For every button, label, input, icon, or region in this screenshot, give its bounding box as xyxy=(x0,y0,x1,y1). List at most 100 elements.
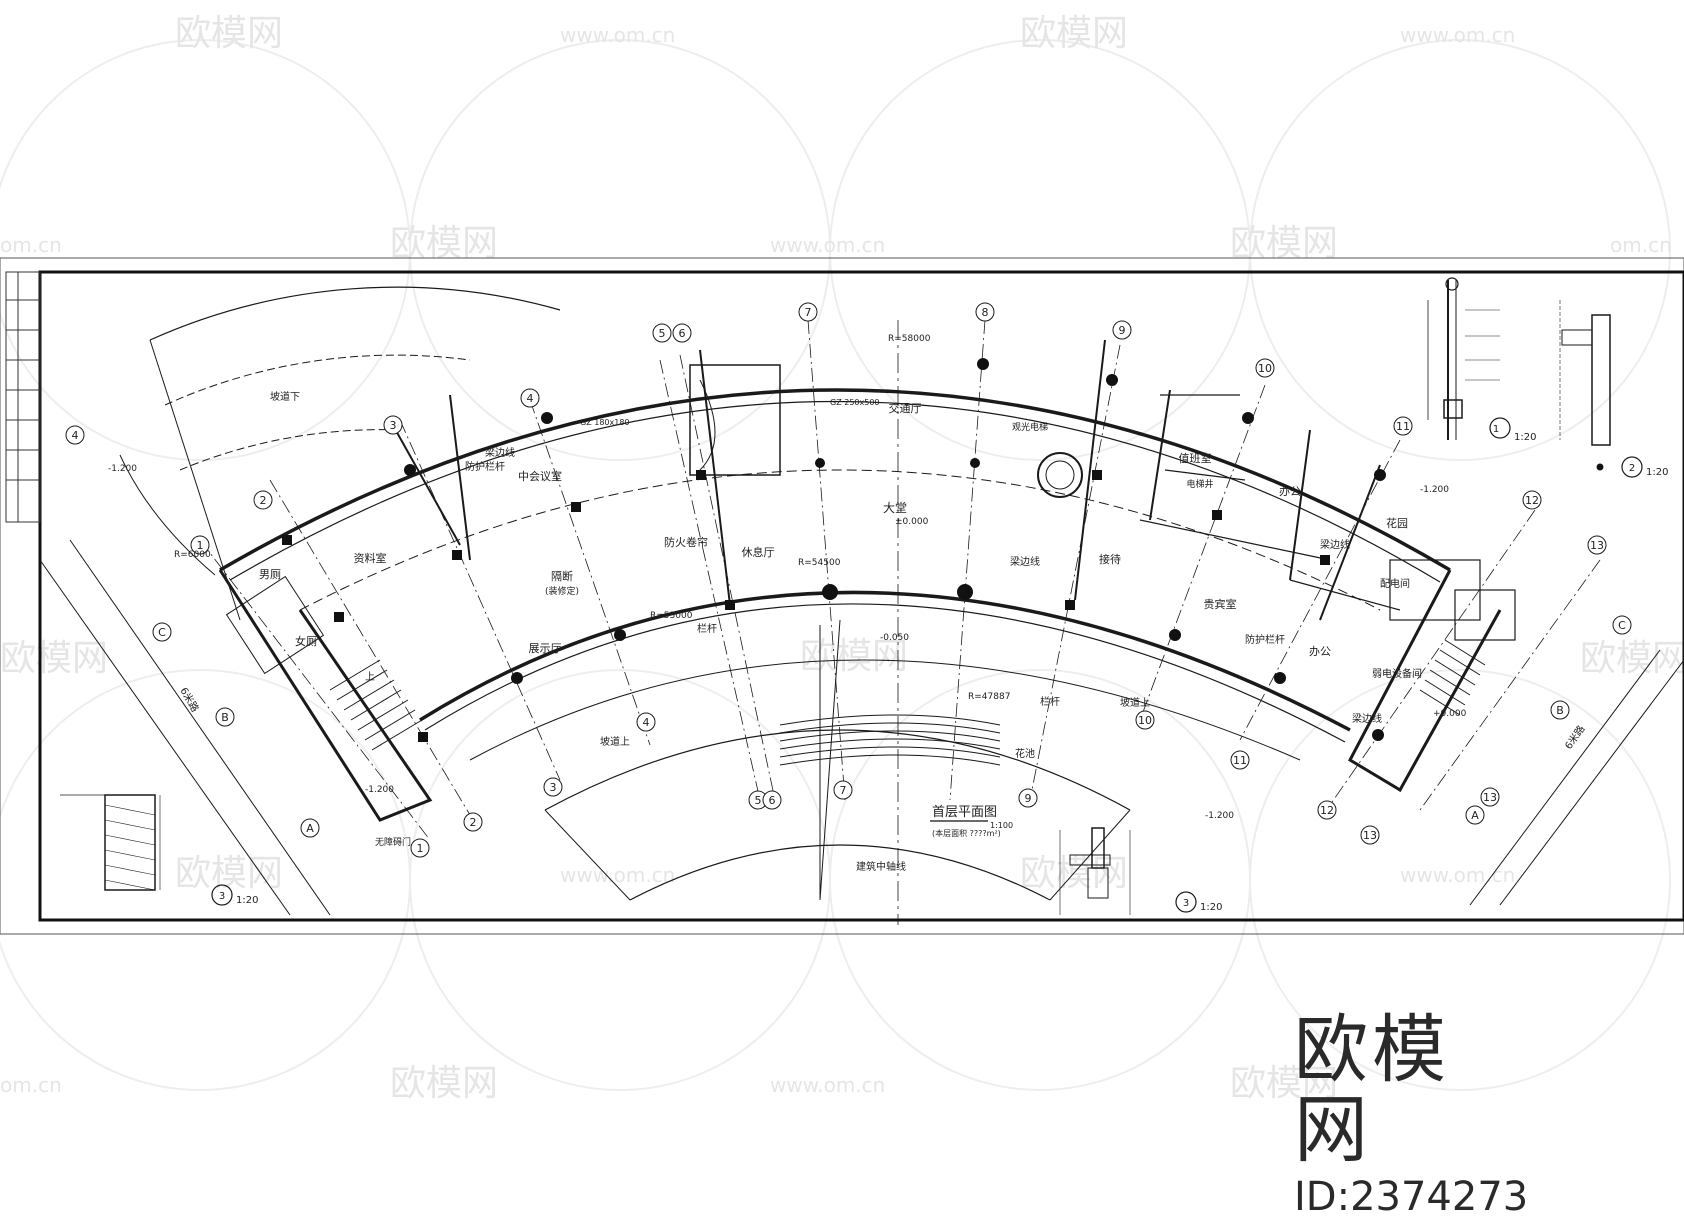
room-duty: 值班室 xyxy=(1179,451,1212,465)
drawing-canvas: 欧模网 www.om.cn 欧模网 www.om.cn om.cn 欧模网 ww… xyxy=(0,13,1684,1104)
wm-site-4: www.om.cn xyxy=(770,233,885,257)
room-lobby: 大堂 xyxy=(883,501,907,515)
wm-brand-2: 欧模网 xyxy=(1020,13,1128,54)
detail-bottom-left xyxy=(60,794,233,906)
columns xyxy=(282,358,1386,742)
stair-core xyxy=(689,364,781,476)
axis-8: 8 xyxy=(982,306,989,319)
label-beam-line-1: 梁边线 xyxy=(485,446,515,459)
floor-plan-svg: 欧模网 www.om.cn 欧模网 www.om.cn om.cn 欧模网 ww… xyxy=(0,13,1684,1104)
label-ramp-down: 坡道下 xyxy=(270,390,300,403)
brand-name: 欧模网 xyxy=(1294,1007,1450,1173)
axis-labels: 1 2 3 4 5 6 7 8 9 10 11 12 13 1 2 3 4 5 … xyxy=(72,306,1627,855)
level-3: -1.200 xyxy=(1420,485,1449,495)
axis-11b: 11 xyxy=(1233,754,1247,767)
sheet-outer-border xyxy=(0,257,1684,935)
label-flower-box: 花池 xyxy=(1015,747,1035,760)
detail-labels-bottom-mid: 3 1:20 xyxy=(1183,898,1223,913)
label-axis-line: 建筑中轴线 xyxy=(856,860,906,873)
label-col-note-2: GZ 250x500 xyxy=(830,398,880,407)
label-sightseeing-elevator: 观光电梯 xyxy=(1012,421,1048,433)
axis-5: 5 xyxy=(659,327,666,340)
room-power: 弱电设备间 xyxy=(1372,667,1422,680)
axis-7: 7 xyxy=(805,306,812,319)
label-beam-line-3: 梁边线 xyxy=(1320,538,1350,551)
level-5: -0.050 xyxy=(880,633,909,643)
detail-1-num: 1 xyxy=(1493,424,1499,435)
partitions xyxy=(1139,394,1516,641)
detail-2-scale: 1:20 xyxy=(1646,467,1668,478)
wm-site-7: www.om.cn xyxy=(1400,863,1515,887)
radial-axes xyxy=(199,319,1601,841)
wm-brand-1: 欧模网 xyxy=(175,13,283,54)
level-4: -1.200 xyxy=(1205,811,1234,821)
room-rest-hall: 休息厅 xyxy=(742,545,775,559)
drawing-scale: 1:100 xyxy=(990,821,1013,830)
room-dist: 配电间 xyxy=(1380,577,1410,590)
axis-2: 2 xyxy=(260,494,267,507)
corridor-arc xyxy=(299,469,1381,611)
wm-site-1: www.om.cn xyxy=(560,23,675,47)
axis-12b: 12 xyxy=(1320,804,1334,817)
label-r3: R=54500 xyxy=(798,558,841,568)
right-end-wall xyxy=(1348,569,1502,793)
axis-a-right: A xyxy=(1471,809,1479,822)
label-r5: R=58000 xyxy=(888,334,931,344)
axis-3: 3 xyxy=(390,419,397,432)
detail-railing xyxy=(1427,277,1643,478)
axis-5b: 5 xyxy=(755,794,762,807)
label-beam-line-2: 梁边线 xyxy=(1010,555,1040,568)
road-left-line-2 xyxy=(69,539,331,916)
room-men-toilet: 男厕 xyxy=(259,568,281,581)
level-1: ±0.000 xyxy=(895,517,929,527)
outer-wall-inner xyxy=(229,401,1441,583)
terrace-arc-1 xyxy=(544,729,1131,811)
detail-2-num: 2 xyxy=(1629,463,1635,474)
drawing-area-note: (本层面积 ????m²) xyxy=(932,828,1001,838)
balcony-arc xyxy=(469,659,1301,761)
room-exhibition: 展示厅 xyxy=(529,642,562,655)
axis-13b: 13 xyxy=(1363,829,1377,842)
ramp-end-line xyxy=(149,339,241,621)
label-ramp-up: 坡道上 xyxy=(600,735,630,748)
room-walls xyxy=(389,339,1381,621)
axis-6: 6 xyxy=(679,327,686,340)
left-stairs xyxy=(329,659,423,751)
label-elev-shaft: 电梯井 xyxy=(1186,478,1213,490)
detail-4-scale: 1:20 xyxy=(1200,902,1222,913)
ramp-curve xyxy=(119,454,216,576)
axis-12: 12 xyxy=(1525,494,1539,507)
detail-3-scale: 1:20 xyxy=(236,895,258,906)
wm-site-2: www.om.cn xyxy=(1400,23,1515,47)
wm-site-6: www.om.cn xyxy=(560,863,675,887)
wm-brand-6: 欧模网 xyxy=(800,636,908,677)
road-left-line-1 xyxy=(39,559,291,916)
wm-brand-5: 欧模网 xyxy=(0,638,108,679)
wm-brand-3: 欧模网 xyxy=(390,223,498,264)
room-archive: 资料室 xyxy=(354,551,387,565)
axis-b-right: B xyxy=(1556,704,1564,717)
axis-7b: 7 xyxy=(840,784,847,797)
entrance-steps xyxy=(779,714,1001,766)
axis-a-left: A xyxy=(306,822,314,835)
wm-site-3: om.cn xyxy=(0,233,62,257)
right-stairs xyxy=(1419,639,1486,716)
watermark-layer: 欧模网 www.om.cn 欧模网 www.om.cn om.cn 欧模网 ww… xyxy=(0,13,1684,1104)
label-barrier-free: 无障碍门 xyxy=(375,836,411,848)
label-r4: R=47887 xyxy=(968,692,1010,702)
room-garden: 花园 xyxy=(1386,517,1408,530)
terrace-arc-2 xyxy=(629,844,1051,901)
room-meeting: 中会议室 xyxy=(518,469,562,483)
axis-13: 13 xyxy=(1590,539,1604,552)
axis-9b: 9 xyxy=(1025,792,1032,805)
axis-b-left: B xyxy=(221,711,229,724)
room-labels: 资料室 男厕 女厕 中会议室 隔断 (装修定) 展示厅 休息厅 防火卷帘 大堂 … xyxy=(259,401,1422,680)
axis-bubbles xyxy=(65,302,1632,858)
terrace-edge-left xyxy=(544,809,631,901)
label-up: 上 xyxy=(365,671,375,683)
label-railing-3: 栏杆 xyxy=(697,622,717,635)
label-railing-1: 防护栏杆 xyxy=(465,460,505,473)
detail-1-scale: 1:20 xyxy=(1514,432,1536,443)
room-partition: 隔断 xyxy=(551,569,573,583)
road-right-line-1 xyxy=(1499,659,1684,906)
